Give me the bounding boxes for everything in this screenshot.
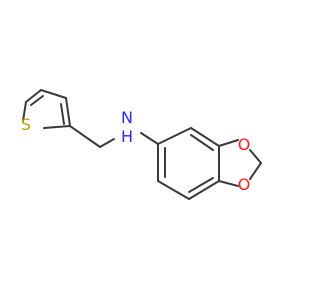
molecule-structure: S N H O O bbox=[21, 89, 262, 200]
bond-c4-c5-inner bbox=[60, 103, 65, 125]
bond-c2-c3 bbox=[25, 89, 42, 103]
bond-c4-c5 bbox=[65, 97, 71, 127]
bond-layer bbox=[22, 89, 262, 200]
bond-b4-b5 bbox=[188, 180, 220, 200]
bond-b5-b6 bbox=[157, 180, 190, 200]
bond-c5-ch2 bbox=[69, 125, 101, 148]
bond-b1-b2 bbox=[157, 127, 192, 145]
bond-b3-o1 bbox=[218, 139, 239, 147]
atom-labels: S N H O O bbox=[21, 108, 250, 194]
bond-c2-c3-inner bbox=[30, 95, 44, 106]
atom-label-nitrogen: N bbox=[121, 108, 133, 127]
atom-label-oxygen-2: O bbox=[238, 175, 251, 194]
bond-c3-c4 bbox=[40, 89, 67, 99]
bond-o1-ch2 bbox=[249, 149, 262, 164]
bond-o2-b4 bbox=[218, 180, 239, 187]
bond-s-c2 bbox=[22, 101, 27, 122]
atom-label-oxygen-1: O bbox=[238, 135, 251, 154]
atom-label-nitrogen-hydrogen: H bbox=[121, 127, 133, 146]
bond-ch2-o2 bbox=[249, 162, 262, 180]
bond-c5-s bbox=[43, 125, 71, 129]
bond-b2-b3 bbox=[190, 127, 220, 147]
bond-b4-b5-inner bbox=[188, 177, 214, 193]
bond-b2-b3-inner bbox=[190, 134, 214, 151]
atom-label-sulfur: S bbox=[21, 115, 31, 134]
bond-ch2-n bbox=[99, 138, 115, 148]
bond-n-c5b bbox=[140, 132, 159, 145]
